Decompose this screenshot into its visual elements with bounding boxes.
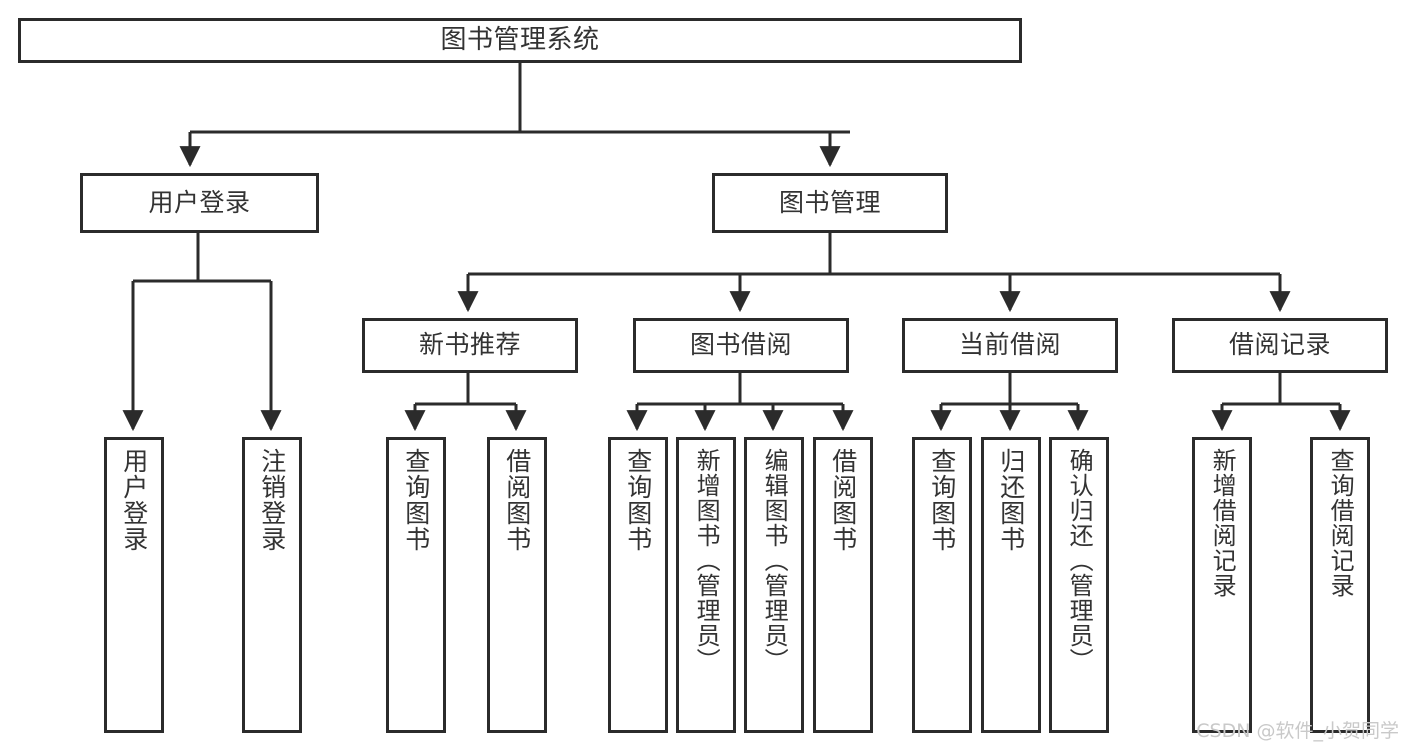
node-label: 查询图书: [623, 448, 653, 552]
node-leaf-edit-book-admin[interactable]: 编辑图书（管理员）: [744, 437, 804, 733]
node-book-management[interactable]: 图书管理: [712, 173, 948, 233]
node-leaf-query-book-borrow[interactable]: 查询图书: [608, 437, 668, 733]
node-root-book-management-system[interactable]: 图书管理系统: [18, 18, 1022, 63]
node-borrow-records[interactable]: 借阅记录: [1172, 318, 1388, 373]
node-label: 注销登录: [257, 448, 287, 552]
node-label: 图书管理: [778, 187, 881, 217]
node-label: 新书推荐: [418, 330, 521, 360]
node-leaf-confirm-return-admin[interactable]: 确认归还（管理员）: [1049, 437, 1109, 733]
node-label: 查询图书: [927, 448, 957, 552]
node-label: 用户登录: [148, 187, 251, 217]
node-label: 新增借阅记录: [1208, 448, 1237, 598]
node-label: 图书借阅: [689, 330, 792, 360]
node-leaf-return-book[interactable]: 归还图书: [981, 437, 1041, 733]
node-book-borrow[interactable]: 图书借阅: [633, 318, 849, 373]
node-label: 图书管理系统: [440, 24, 600, 55]
node-leaf-user-login[interactable]: 用户登录: [104, 437, 164, 733]
node-label: 查询借阅记录: [1326, 448, 1355, 598]
node-label: 当前借阅: [958, 330, 1061, 360]
node-leaf-query-book-current[interactable]: 查询图书: [912, 437, 972, 733]
node-leaf-borrow-book-recommend[interactable]: 借阅图书: [487, 437, 547, 733]
node-user-login[interactable]: 用户登录: [80, 173, 319, 233]
node-label: 借阅图书: [502, 448, 532, 552]
node-label: 借阅图书: [828, 448, 858, 552]
node-label: 归还图书: [996, 448, 1026, 552]
node-leaf-add-book-admin[interactable]: 新增图书（管理员）: [676, 437, 736, 733]
node-label: 确认归还（管理员）: [1065, 448, 1094, 673]
node-current-borrow[interactable]: 当前借阅: [902, 318, 1118, 373]
node-leaf-borrow-book[interactable]: 借阅图书: [813, 437, 873, 733]
node-label: 新增图书（管理员）: [692, 448, 721, 673]
node-leaf-query-borrow-record[interactable]: 查询借阅记录: [1310, 437, 1370, 733]
node-label: 查询图书: [401, 448, 431, 552]
node-leaf-logout[interactable]: 注销登录: [242, 437, 302, 733]
node-label: 编辑图书（管理员）: [760, 448, 789, 673]
watermark: CSDN @软件_小贺同学: [1196, 720, 1399, 742]
node-new-book-recommend[interactable]: 新书推荐: [362, 318, 578, 373]
node-leaf-query-book-recommend[interactable]: 查询图书: [386, 437, 446, 733]
node-label: 用户登录: [119, 448, 149, 552]
node-label: 借阅记录: [1228, 330, 1331, 360]
node-leaf-add-borrow-record[interactable]: 新增借阅记录: [1192, 437, 1252, 733]
